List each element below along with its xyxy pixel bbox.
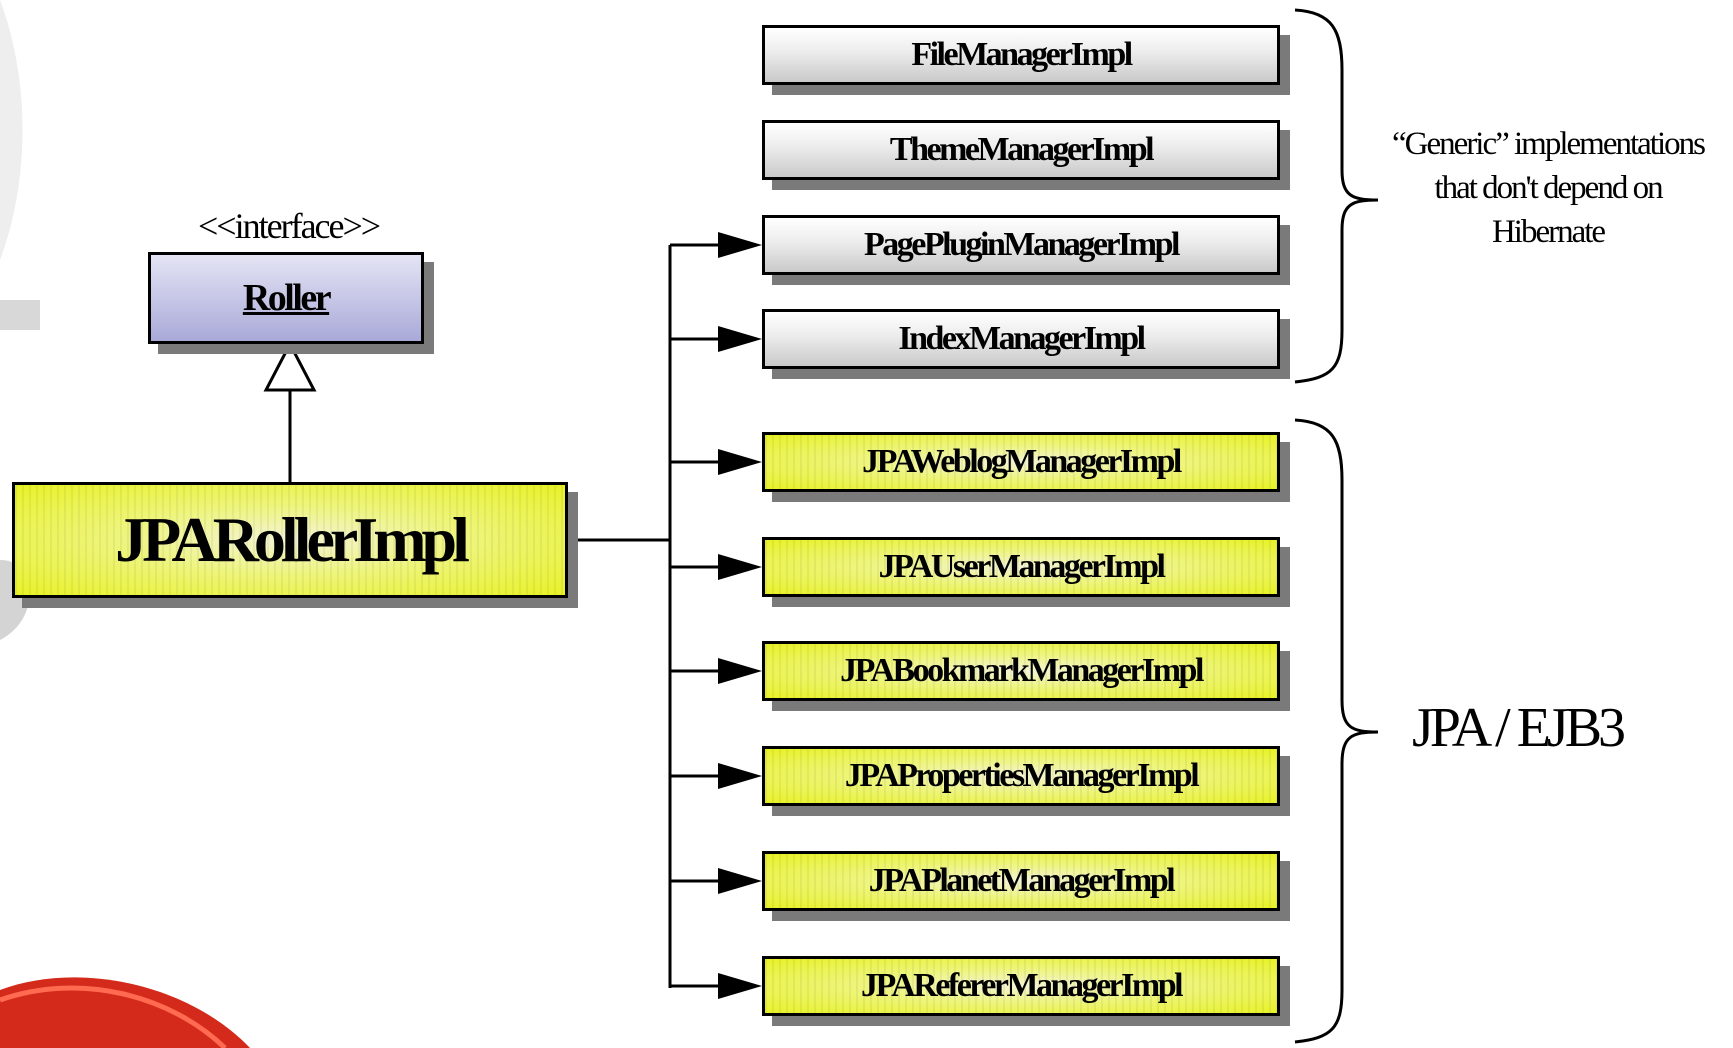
red-swoosh-highlight [0, 985, 227, 1048]
generic-note-line: “Generic” implementations [1392, 126, 1706, 162]
dependency-arrowhead [718, 554, 762, 580]
roller-interface-box: Roller [148, 252, 424, 344]
generic-note-line: Hibernate [1491, 214, 1606, 250]
dependency-arrowhead [718, 868, 762, 894]
jpa-manager-box: JPAPlanetManagerImpl [762, 851, 1280, 911]
jpa-manager-box: JPABookmarkManagerImpl [762, 641, 1280, 701]
jpa-group-brace [1294, 418, 1379, 1044]
generic-note-line: that don't depend on [1434, 170, 1663, 206]
generic-manager-box: ThemeManagerImpl [762, 120, 1280, 180]
jparollerimpl-box: JPARollerImpl [12, 482, 568, 598]
generic-manager-box: PagePluginManagerImpl [762, 215, 1280, 275]
jpa-manager-box: JPAWeblogManagerImpl [762, 432, 1280, 492]
background-shape [0, 300, 40, 330]
generic-manager-box: IndexManagerImpl [762, 309, 1280, 369]
dependency-arrowhead [718, 763, 762, 789]
background-shape [0, 0, 23, 260]
jpa-manager-box: JPAUserManagerImpl [762, 537, 1280, 597]
generic-group-brace [1294, 8, 1379, 384]
dependency-arrowhead [718, 326, 762, 352]
interface-stereotype: <<interface>> [198, 206, 381, 246]
jpa-ejb3-note: JPA / EJB3 [1412, 697, 1626, 759]
generic-note: “Generic” implementations that don't dep… [1370, 122, 1726, 254]
realization-arrowhead [263, 340, 317, 392]
dependency-arrowhead [718, 449, 762, 475]
dependency-arrowhead [718, 973, 762, 999]
generic-manager-box: FileManagerImpl [762, 25, 1280, 85]
red-swoosh [0, 977, 250, 1048]
jpa-manager-box: JPAPropertiesManagerImpl [762, 746, 1280, 806]
dependency-arrowhead [718, 658, 762, 684]
dependency-arrowhead [718, 232, 762, 258]
jpa-manager-box: JPARefererManagerImpl [762, 956, 1280, 1016]
